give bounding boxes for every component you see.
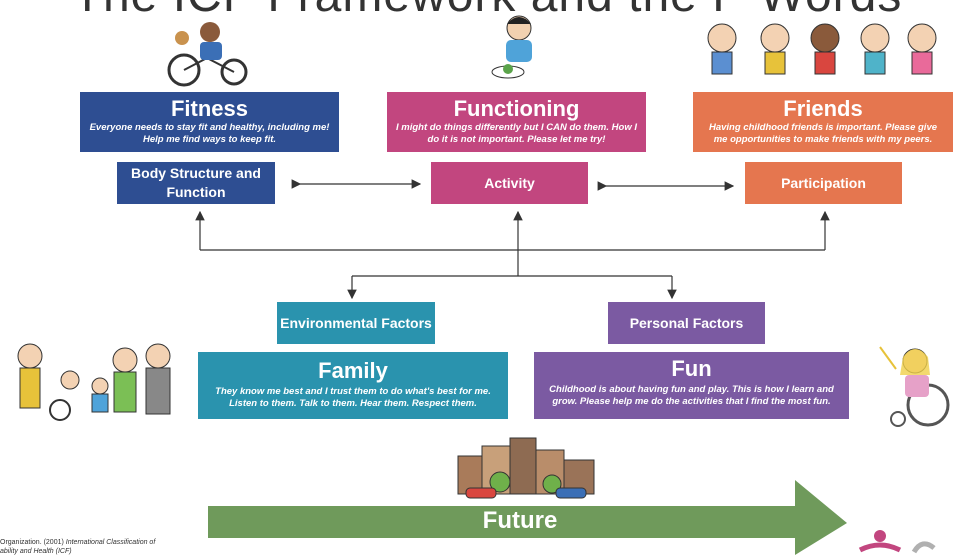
fitness-box: Fitness Everyone needs to stay fit and h… xyxy=(80,92,339,152)
fitness-heading: Fitness xyxy=(170,96,249,121)
functioning-description: I might do things differently but I CAN … xyxy=(395,122,637,145)
family-box: Family They know me best and I trust the… xyxy=(198,352,508,419)
page-title: The ICF Framework and the F-Words xyxy=(0,0,975,23)
personal-factors-box: Personal Factors xyxy=(608,302,765,344)
citation-credit: Organization. (2001) International Class… xyxy=(0,538,155,556)
city-buildings-icon xyxy=(457,437,595,499)
family-heading: Family xyxy=(318,358,388,383)
fitness-description: Everyone needs to stay fit and healthy, … xyxy=(89,122,330,145)
activity-box: Activity xyxy=(431,162,588,204)
friends-description: Having childhood friends is important. P… xyxy=(708,122,938,145)
fun-box: Fun Childhood is about having fun and pl… xyxy=(534,352,849,419)
logo-icon xyxy=(858,530,936,554)
friends-box: Friends Having childhood friends is impo… xyxy=(693,92,953,152)
fun-description: Childhood is about having fun and play. … xyxy=(549,384,834,407)
girl-wheelchair-icon xyxy=(879,346,950,427)
functioning-heading: Functioning xyxy=(453,96,580,121)
environmental-factors-box: Environmental Factors xyxy=(277,302,435,344)
body-structure-box: Body Structure and Function xyxy=(117,162,275,204)
group-of-kids-icon xyxy=(707,23,937,75)
friends-heading: Friends xyxy=(783,96,863,121)
functioning-box: Functioning I might do things differentl… xyxy=(387,92,646,152)
credit-line1-italic: International Classification of xyxy=(65,539,156,546)
family-description: They know me best and I trust them to do… xyxy=(215,386,491,409)
future-arrow xyxy=(208,480,847,555)
future-label: Future xyxy=(482,507,558,534)
credit-line1-prefix: Organization. (2001) xyxy=(0,539,66,546)
family-group-icon xyxy=(17,343,171,421)
credit-line2: ability and Health (ICF) xyxy=(0,548,72,555)
fun-heading: Fun xyxy=(671,356,712,381)
kid-on-bike-icon xyxy=(167,22,248,87)
participation-box: Participation xyxy=(745,162,902,204)
kid-eating-icon xyxy=(491,15,532,79)
